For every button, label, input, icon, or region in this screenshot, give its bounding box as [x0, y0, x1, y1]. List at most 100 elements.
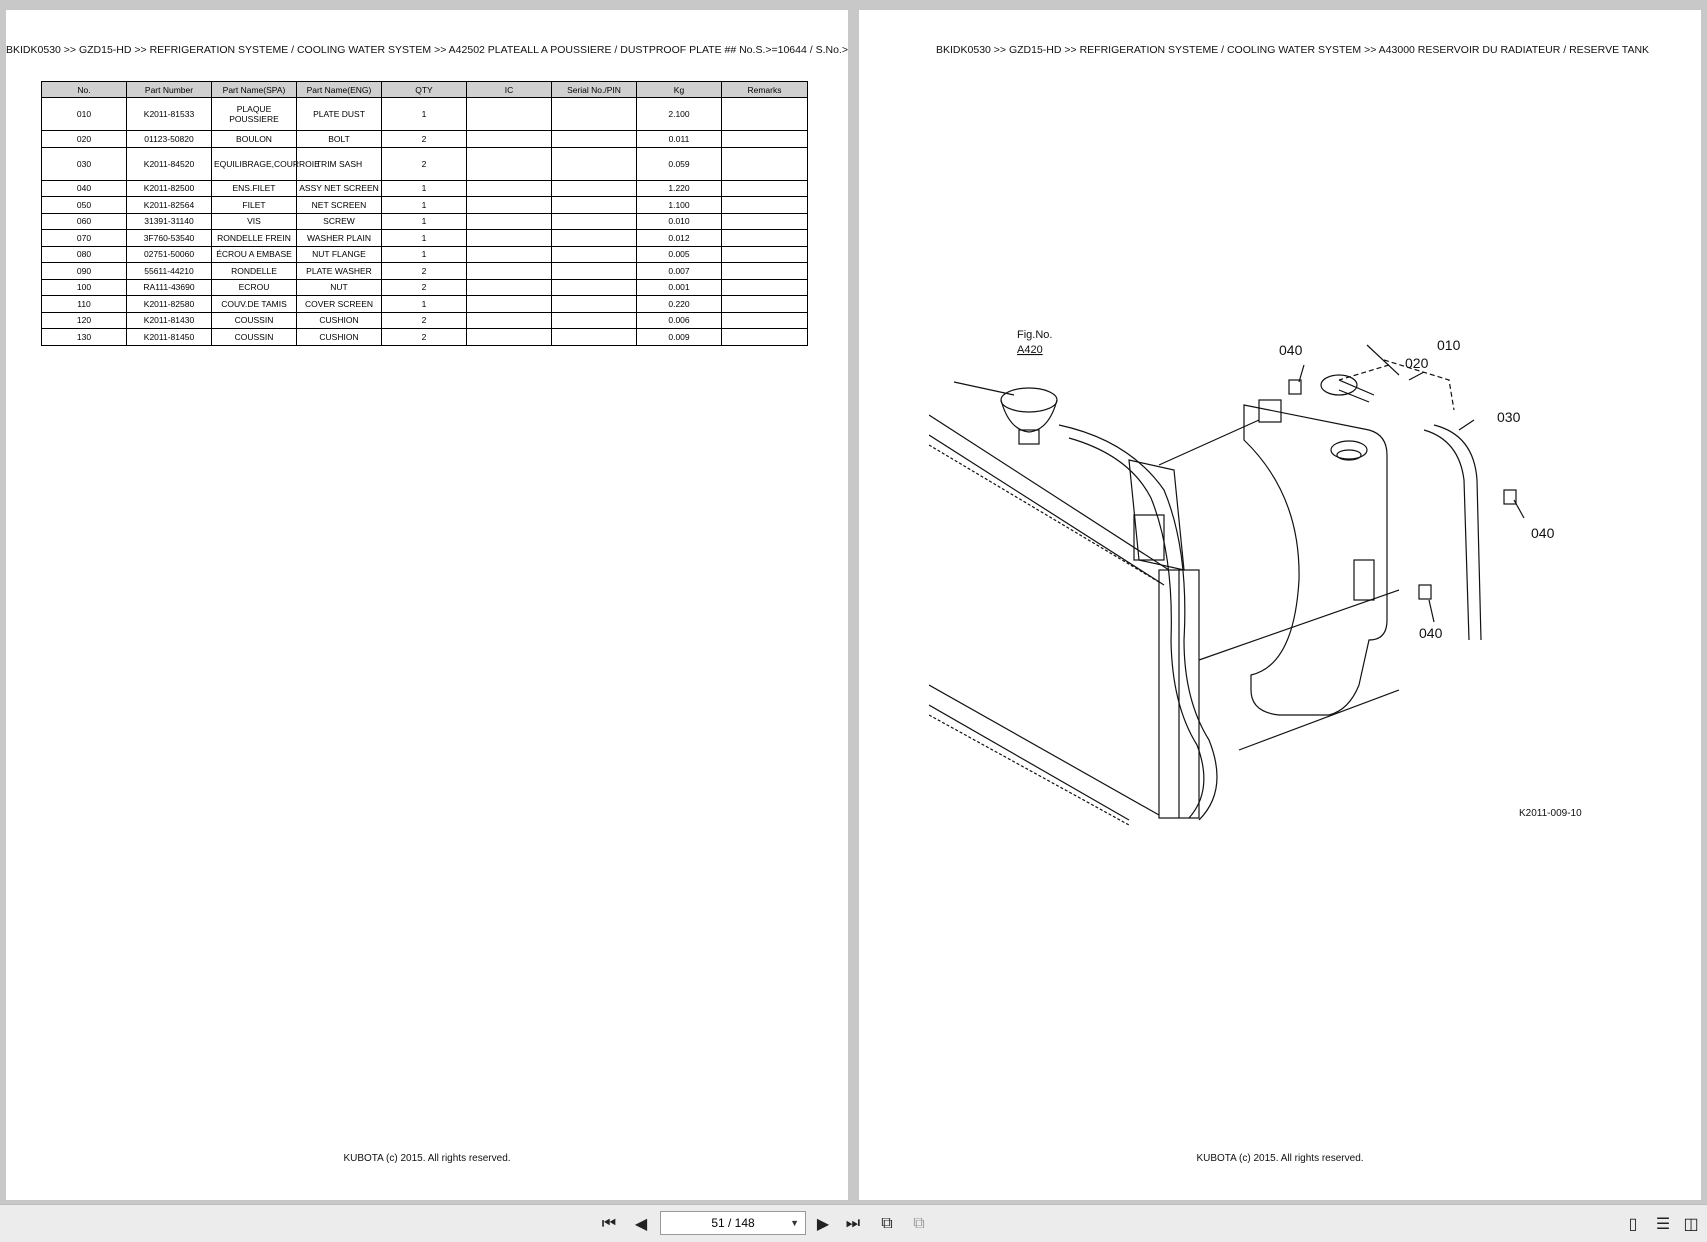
- table-cell: [466, 229, 552, 247]
- table-cell: 3F760-53540: [126, 229, 212, 247]
- table-cell: 2: [381, 262, 467, 280]
- parts-table: No. Part Number Part Name(SPA) Part Name…: [41, 81, 808, 346]
- table-cell: [721, 179, 808, 197]
- table-cell: 0.005: [636, 245, 722, 263]
- table-cell: 55611-44210: [126, 262, 212, 280]
- table-cell: [551, 311, 637, 329]
- col-kg: Kg: [636, 81, 722, 98]
- table-cell: 2: [381, 130, 467, 148]
- table-cell: 0.012: [636, 229, 722, 247]
- table-cell: 0.059: [636, 146, 722, 181]
- table-cell: EQUILIBRAGE,COURROIE: [211, 146, 320, 181]
- viewer-toolbar: ⏮ ◀ 51 / 148 ▼ ▶ ⏭ ⧉ ⧉ ▯ ☰ ◫: [0, 1204, 1707, 1242]
- table-cell: 120: [41, 311, 127, 329]
- col-no: No.: [41, 81, 127, 98]
- table-cell: 080: [41, 245, 127, 263]
- table-cell: 110: [41, 295, 127, 313]
- table-cell: [466, 295, 552, 313]
- fig-no-label: Fig.No.: [1017, 329, 1052, 341]
- table-cell: 040: [41, 179, 127, 197]
- table-cell: [721, 295, 808, 313]
- callout-040-right: 040: [1531, 525, 1555, 541]
- table-cell: CUSHION: [296, 328, 382, 346]
- table-cell: [551, 328, 637, 346]
- table-cell: 1: [381, 196, 467, 214]
- table-cell: 02751-50060: [126, 245, 212, 263]
- table-cell: K2011-81533: [126, 97, 212, 131]
- table-cell: 31391-31140: [126, 212, 212, 230]
- table-cell: [721, 311, 808, 329]
- table-cell: [466, 278, 552, 296]
- single-page-icon[interactable]: ▯: [1628, 1216, 1638, 1233]
- table-cell: [466, 328, 552, 346]
- left-page: BKIDK0530 >> GZD15-HD >> REFRIGERATION S…: [6, 10, 848, 1200]
- table-cell: [466, 196, 552, 214]
- table-cell: [721, 212, 808, 230]
- table-cell: K2011-81450: [126, 328, 212, 346]
- col-ic: IC: [466, 81, 552, 98]
- table-cell: 130: [41, 328, 127, 346]
- table-cell: [721, 262, 808, 280]
- col-remarks: Remarks: [721, 81, 808, 98]
- scroll-page-icon[interactable]: ☰: [1655, 1216, 1671, 1233]
- table-cell: PLAQUE POUSSIERE: [211, 97, 297, 131]
- table-cell: [551, 245, 637, 263]
- table-cell: [466, 262, 552, 280]
- table-cell: 01123-50820: [126, 130, 212, 148]
- table-cell: FILET: [211, 196, 297, 214]
- table-cell: TRIM SASH: [296, 146, 382, 181]
- continuous-icon[interactable]: ⧉: [881, 1215, 893, 1232]
- reserve-tank-drawing: Fig.No. A420 040 010 020 030 040 040 K20…: [928, 329, 1582, 826]
- table-cell: ÉCROU A EMBASE: [211, 245, 297, 263]
- table-cell: K2011-82500: [126, 179, 212, 197]
- next-page-icon[interactable]: ▶: [816, 1216, 830, 1233]
- table-cell: 070: [41, 229, 127, 247]
- table-cell: NET SCREEN: [296, 196, 382, 214]
- facing-icon[interactable]: ⧉: [913, 1215, 925, 1232]
- two-page-icon[interactable]: ◫: [1683, 1216, 1699, 1233]
- table-cell: COUSSIN: [211, 311, 297, 329]
- col-part-name-eng: Part Name(ENG): [296, 81, 382, 98]
- col-part-number: Part Number: [126, 81, 212, 98]
- table-cell: [721, 146, 808, 181]
- table-cell: 1: [381, 229, 467, 247]
- table-cell: [551, 212, 637, 230]
- table-cell: 2: [381, 328, 467, 346]
- page-number-selector[interactable]: 51 / 148 ▼: [660, 1211, 806, 1235]
- table-cell: VIS: [211, 212, 297, 230]
- table-cell: RA111-43690: [126, 278, 212, 296]
- table-cell: BOLT: [296, 130, 382, 148]
- table-cell: K2011-82580: [126, 295, 212, 313]
- table-cell: RONDELLE FREIN: [211, 229, 297, 247]
- chevron-down-icon: ▼: [790, 1218, 799, 1228]
- prev-page-icon[interactable]: ◀: [634, 1216, 648, 1233]
- first-page-icon[interactable]: ⏮: [601, 1215, 617, 1232]
- table-cell: [551, 179, 637, 197]
- table-cell: 1.220: [636, 179, 722, 197]
- table-cell: NUT FLANGE: [296, 245, 382, 263]
- table-cell: CUSHION: [296, 311, 382, 329]
- table-cell: 030: [41, 146, 127, 181]
- table-cell: PLATE WASHER: [296, 262, 382, 280]
- table-cell: 0.009: [636, 328, 722, 346]
- table-cell: 2: [381, 278, 467, 296]
- copyright-footer: KUBOTA (c) 2015. All rights reserved.: [1196, 1153, 1364, 1164]
- table-cell: [466, 179, 552, 197]
- table-cell: 1: [381, 295, 467, 313]
- table-cell: [551, 146, 637, 181]
- exploded-view-figure: Fig.No. A420 040 010 020 030 040 040 K20…: [928, 320, 1649, 900]
- table-cell: 060: [41, 212, 127, 230]
- table-cell: [721, 97, 808, 131]
- table-cell: ECROU: [211, 278, 297, 296]
- table-cell: 0.006: [636, 311, 722, 329]
- table-cell: BOULON: [211, 130, 297, 148]
- last-page-icon[interactable]: ⏭: [845, 1215, 861, 1232]
- table-cell: 2: [381, 146, 467, 181]
- table-cell: [721, 328, 808, 346]
